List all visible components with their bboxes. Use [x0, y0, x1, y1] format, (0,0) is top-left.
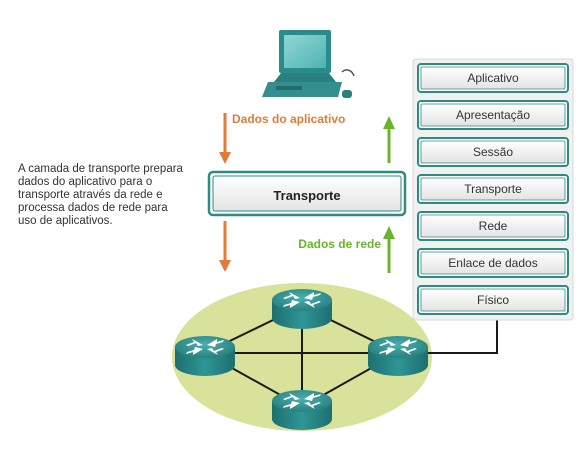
application-data-arrows: [219, 113, 231, 272]
osi-layer-box: Sessão: [417, 137, 569, 167]
osi-layer-label: Enlace de dados: [448, 256, 537, 270]
osi-layer-label: Rede: [479, 219, 508, 233]
description-line: A camada de transporte prepara: [18, 163, 183, 175]
osi-layer-box: Transporte: [417, 174, 569, 204]
osi-layer-label: Físico: [477, 293, 509, 307]
osi-layer-box: Aplicativo: [417, 63, 569, 93]
osi-layer-label: Sessão: [473, 145, 513, 159]
router-icon: [368, 336, 428, 376]
description-line: processa dados de rede para: [18, 202, 168, 214]
description-line: uso de aplicativos.: [18, 215, 113, 227]
osi-layer-label: Transporte: [464, 182, 522, 196]
transport-center-label: Transporte: [273, 188, 340, 203]
osi-layer-box: Apresentação: [417, 100, 569, 130]
network-data-label: Dados de rede: [298, 237, 381, 251]
osi-layer-box: Enlace de dados: [417, 248, 569, 278]
router-icon: [272, 390, 332, 430]
network-data-arrows: [383, 116, 395, 273]
desktop-computer-icon: [262, 30, 355, 98]
transport-description: A camada de transporte prepara dados do …: [18, 163, 208, 228]
osi-layer-box: Rede: [417, 211, 569, 241]
osi-layer-box: Físico: [417, 285, 569, 315]
application-data-label: Dados do aplicativo: [232, 112, 345, 126]
description-line: transporte através da rede e: [18, 189, 163, 201]
osi-layer-label: Aplicativo: [467, 71, 519, 85]
osi-layer-label: Apresentação: [456, 108, 530, 122]
osi-layer-stack: AplicativoApresentaçãoSessãoTransporteRe…: [412, 58, 574, 321]
description-line: dados do aplicativo para o: [18, 176, 153, 188]
transport-center-box: Transporte: [207, 170, 407, 217]
router-icon: [272, 289, 332, 329]
router-icon: [175, 336, 235, 376]
